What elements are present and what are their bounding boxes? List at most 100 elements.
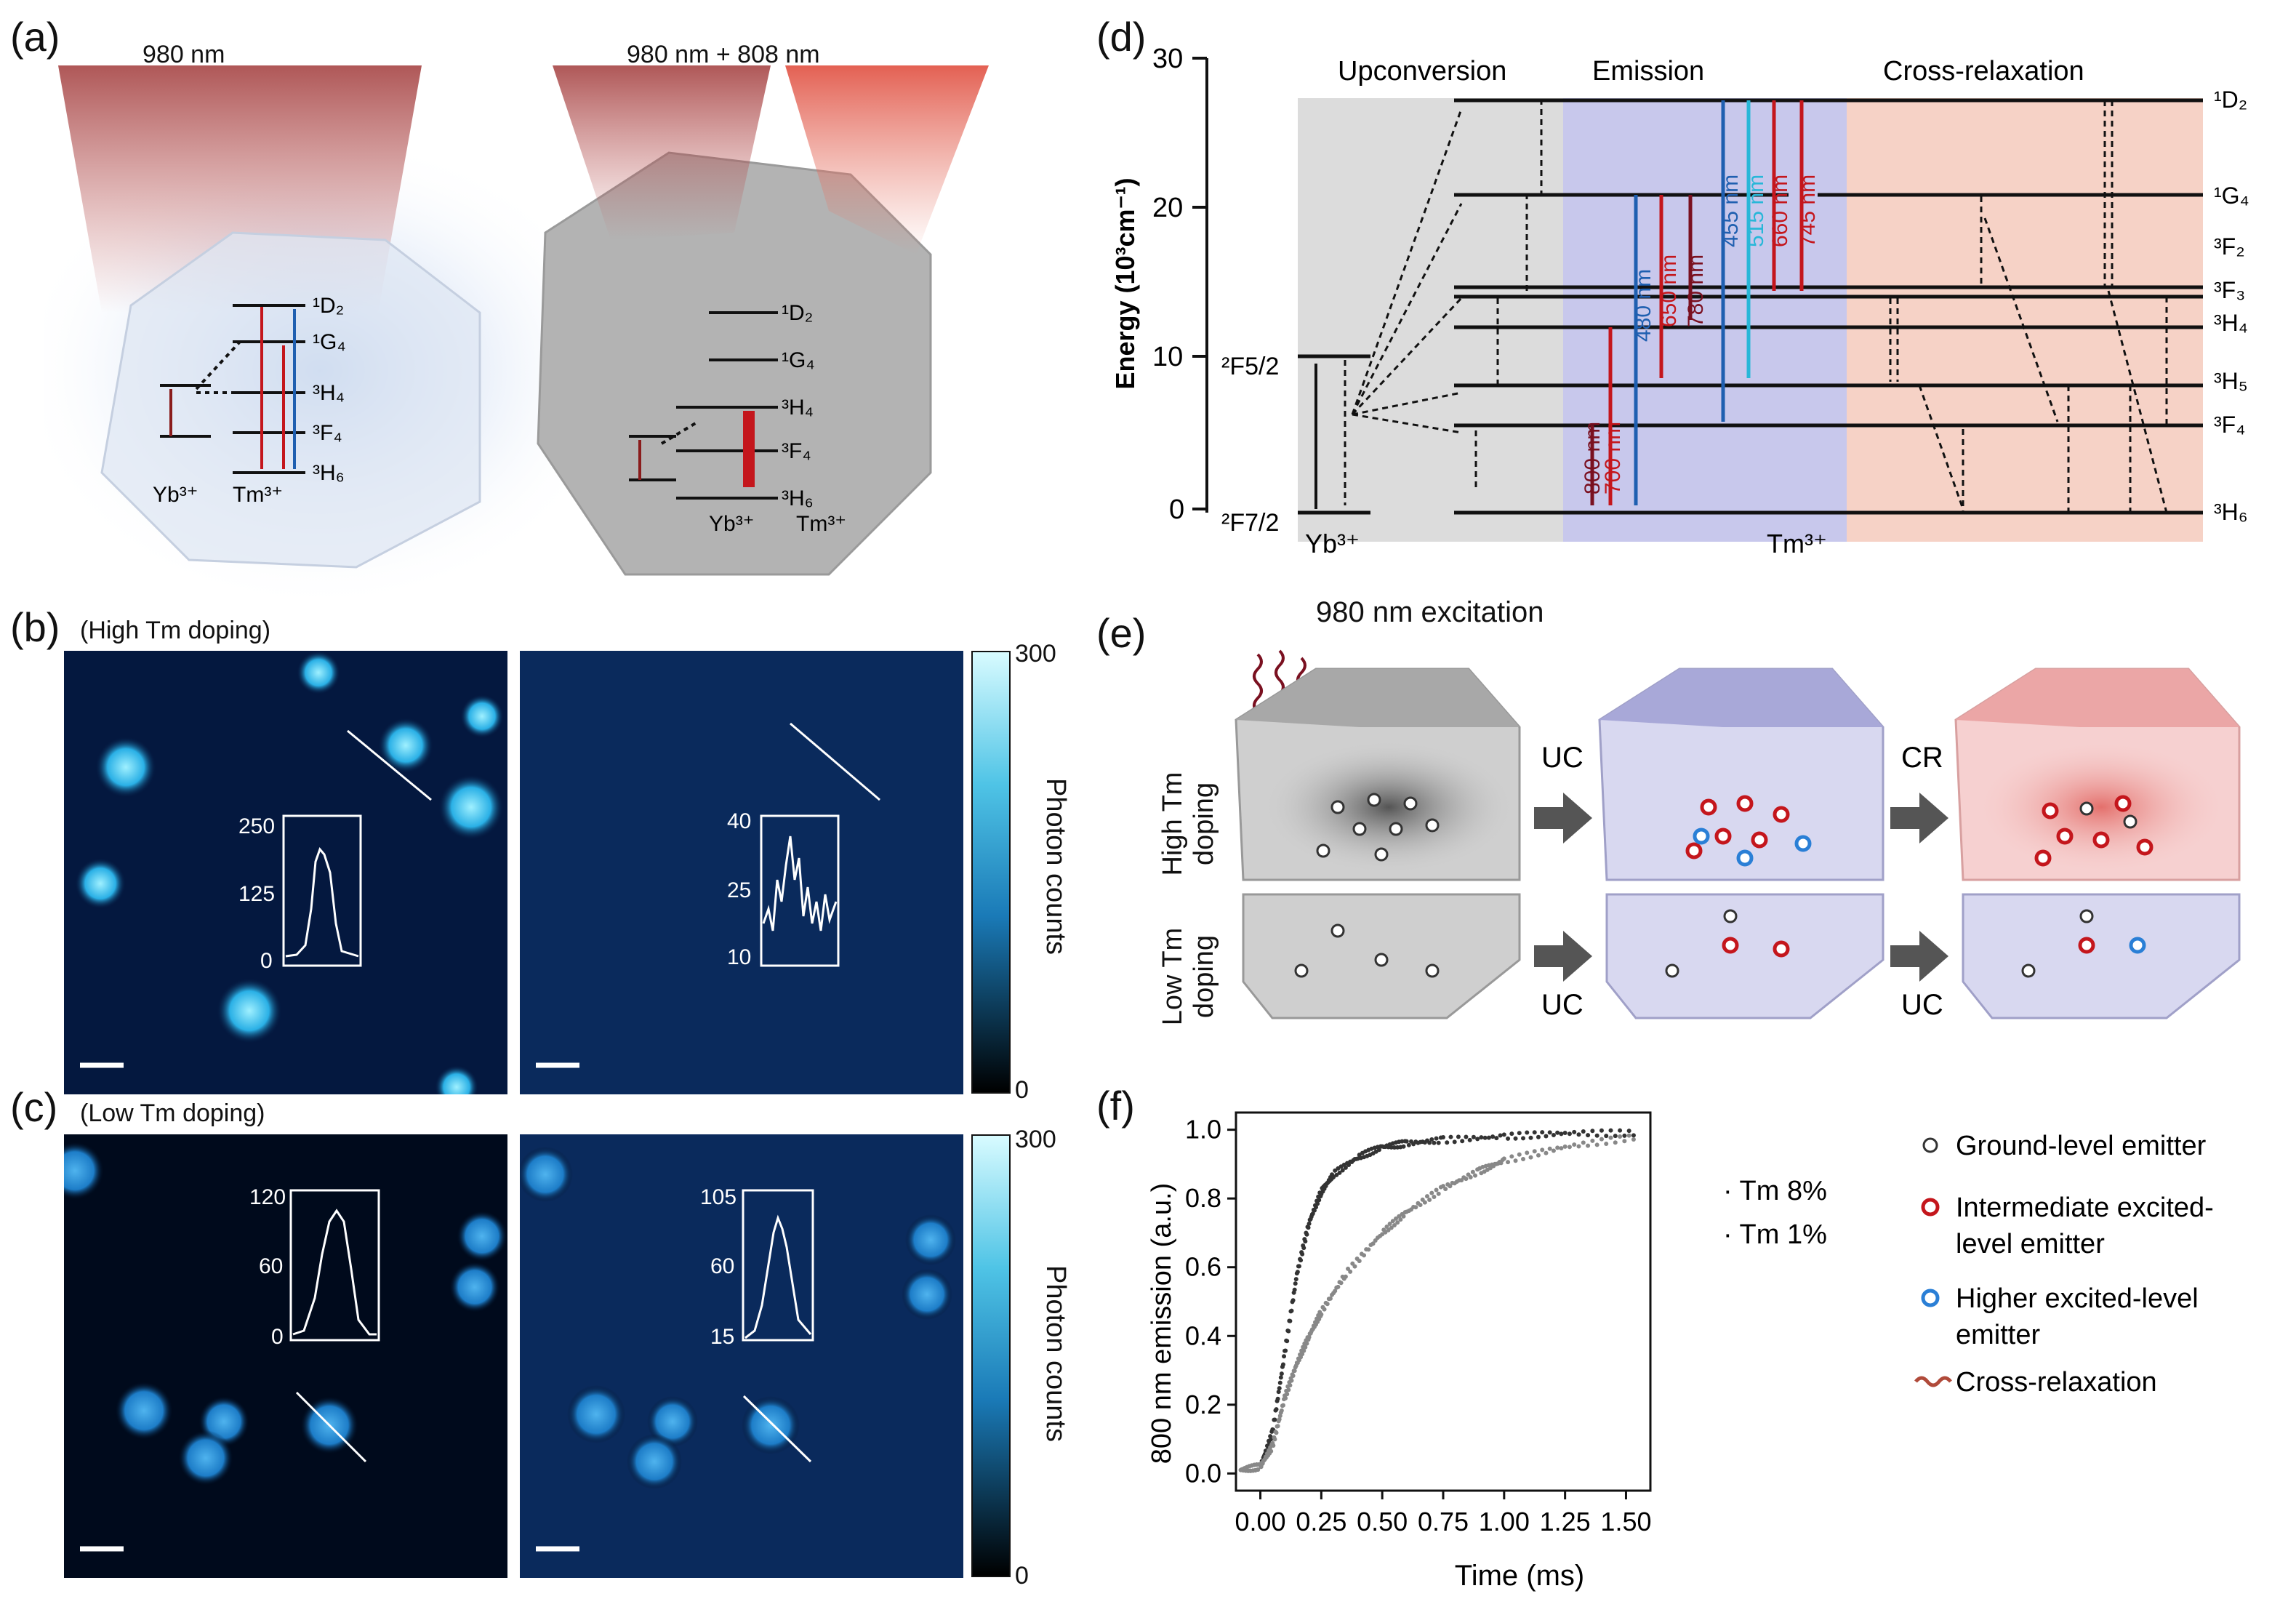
- data-point: [1343, 1274, 1348, 1279]
- data-point: [1277, 1414, 1283, 1419]
- panel-e-row-low: Low Tm doping: [1157, 927, 1219, 1026]
- level-1g4-left: ¹G₄: [313, 330, 346, 354]
- yb-label-left: Yb³⁺: [153, 483, 198, 507]
- data-point: [1271, 1443, 1276, 1448]
- colorbar-b-min: 0: [1015, 1076, 1029, 1104]
- inset-c-right-tick-mid: 60: [710, 1254, 735, 1278]
- panel-a-right-title: 980 nm + 808 nm: [627, 41, 820, 68]
- data-point: [1275, 1396, 1280, 1401]
- data-point: [1594, 1133, 1599, 1138]
- f-legend-8: · Tm 8%: [1723, 1176, 1827, 1206]
- data-point: [1509, 1154, 1514, 1159]
- data-point: [1333, 1289, 1338, 1294]
- panel-e-excitation: 980 nm excitation: [1316, 596, 1544, 628]
- data-point: [1303, 1344, 1308, 1350]
- key-intermediate-2: level emitter: [1956, 1229, 2105, 1259]
- data-point: [1528, 1135, 1533, 1140]
- data-point: [1292, 1368, 1297, 1374]
- data-point: [1586, 1133, 1591, 1138]
- data-point: [1304, 1341, 1309, 1346]
- data-point: [1300, 1251, 1305, 1257]
- d-tm-3h5: ³H₅: [2214, 368, 2248, 394]
- arrow-uc-low-2: [1890, 931, 1948, 982]
- data-point: [1296, 1264, 1301, 1269]
- panel-label-f: (f): [1096, 1083, 1135, 1129]
- inset-c-right-tick-top: 105: [700, 1185, 737, 1209]
- data-point: [1315, 1201, 1320, 1206]
- arrow-uc-high: [1534, 793, 1592, 843]
- data-point: [1357, 1259, 1362, 1264]
- y-tick-label: 0.8: [1185, 1183, 1221, 1213]
- data-point: [1590, 1138, 1595, 1143]
- inset-c-right-tick-bot: 15: [710, 1325, 735, 1349]
- d-tm-3f2: ³F₂: [2214, 233, 2245, 260]
- data-point: [1277, 1416, 1282, 1422]
- data-point: [1432, 1195, 1437, 1200]
- data-point: [1283, 1348, 1288, 1353]
- data-point: [1501, 1156, 1506, 1161]
- data-point: [1413, 1205, 1418, 1210]
- data-point: [1348, 1269, 1353, 1274]
- data-point: [1452, 1139, 1457, 1145]
- f-legend-1: · Tm 1%: [1723, 1219, 1827, 1250]
- data-point: [1532, 1149, 1537, 1154]
- data-point: [1427, 1140, 1432, 1145]
- d-yb-label: Yb³⁺: [1305, 529, 1360, 558]
- data-point: [1288, 1318, 1293, 1323]
- data-point: [1418, 1203, 1423, 1208]
- y-tick-label: 1.0: [1185, 1115, 1221, 1145]
- data-point: [1473, 1173, 1478, 1178]
- data-point: [1274, 1407, 1279, 1412]
- crystal-high-3: [1954, 668, 2241, 881]
- data-point: [1528, 1155, 1533, 1160]
- colorbar-c-label: Photon counts: [1040, 1265, 1071, 1442]
- data-point: [1471, 1134, 1476, 1139]
- colorbar-c-max: 300: [1015, 1126, 1056, 1153]
- x-tick-label: 1.25: [1540, 1507, 1591, 1536]
- data-point: [1464, 1177, 1469, 1182]
- data-point: [1490, 1134, 1496, 1139]
- data-point: [1392, 1223, 1397, 1228]
- data-point: [1269, 1448, 1274, 1454]
- key-higher-2: emitter: [1956, 1320, 2040, 1350]
- level-3h6-left: ³H₆: [313, 461, 345, 485]
- data-point: [1494, 1136, 1499, 1141]
- data-point: [1547, 1146, 1552, 1151]
- data-point: [1322, 1307, 1327, 1312]
- panel-e-row-high: High Tm doping: [1157, 772, 1219, 876]
- data-point: [1340, 1168, 1345, 1173]
- d-section-emission: Emission: [1592, 56, 1704, 87]
- plot-frame: [1235, 1111, 1652, 1492]
- data-point: [1336, 1284, 1341, 1289]
- data-point: [1536, 1134, 1541, 1139]
- data-point: [1306, 1221, 1312, 1226]
- colorbar-c-min: 0: [1015, 1562, 1029, 1590]
- inset-b-right: [760, 814, 840, 967]
- data-point: [1551, 1132, 1556, 1137]
- key-icon-intermediate: [1921, 1198, 1940, 1217]
- data-point: [1288, 1383, 1293, 1388]
- arrow-cr-high: [1890, 793, 1948, 843]
- x-tick-label: 0.00: [1235, 1507, 1285, 1536]
- data-point: [1279, 1408, 1284, 1413]
- inset-c-left: [289, 1189, 380, 1342]
- data-point: [1366, 1247, 1371, 1252]
- y-tick-label: 0.4: [1185, 1321, 1221, 1350]
- data-point: [1513, 1158, 1518, 1163]
- panel-label-b: (b): [10, 604, 60, 650]
- panel-b-subtitle: (High Tm doping): [80, 617, 271, 644]
- data-point: [1631, 1133, 1636, 1138]
- arrow-uc-low-1: [1534, 931, 1592, 982]
- data-point: [1272, 1437, 1277, 1442]
- data-point: [1434, 1187, 1439, 1193]
- d-tm-3h4: ³H₄: [2214, 310, 2248, 336]
- data-point: [1576, 1144, 1581, 1149]
- data-point: [1277, 1386, 1282, 1391]
- data-point: [1275, 1424, 1280, 1429]
- data-point: [1525, 1150, 1530, 1155]
- data-point: [1599, 1128, 1604, 1133]
- data-point: [1390, 1219, 1395, 1224]
- data-point: [1394, 1216, 1399, 1221]
- data-point: [1278, 1375, 1283, 1380]
- data-point: [1555, 1130, 1560, 1135]
